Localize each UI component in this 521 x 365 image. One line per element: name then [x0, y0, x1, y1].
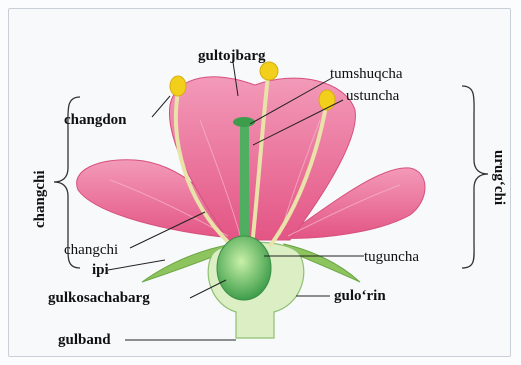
label-urugchi: urug‘chi — [491, 150, 507, 205]
anther-left — [170, 76, 186, 96]
stigma — [233, 117, 255, 127]
label-gulorin: gulo‘rin — [334, 288, 386, 304]
label-gultojbarg: gultojbarg — [198, 48, 266, 64]
ovary — [217, 236, 271, 300]
brace-urugchi — [462, 86, 488, 268]
style — [240, 124, 249, 240]
label-gulkosachabarg: gulkosachabarg — [48, 290, 150, 306]
label-tuguncha: tuguncha — [364, 249, 419, 265]
anther-right — [319, 90, 335, 110]
label-ipi: ipi — [92, 262, 109, 278]
label-changchi-side: changchi — [32, 170, 48, 228]
label-ustuncha: ustuncha — [346, 88, 400, 104]
label-tumshuqcha: tumshuqcha — [330, 66, 403, 82]
anther-middle — [260, 62, 278, 80]
label-changdon: changdon — [64, 112, 127, 128]
label-changchi: changchi — [64, 242, 118, 258]
label-gulband: gulband — [58, 332, 111, 348]
